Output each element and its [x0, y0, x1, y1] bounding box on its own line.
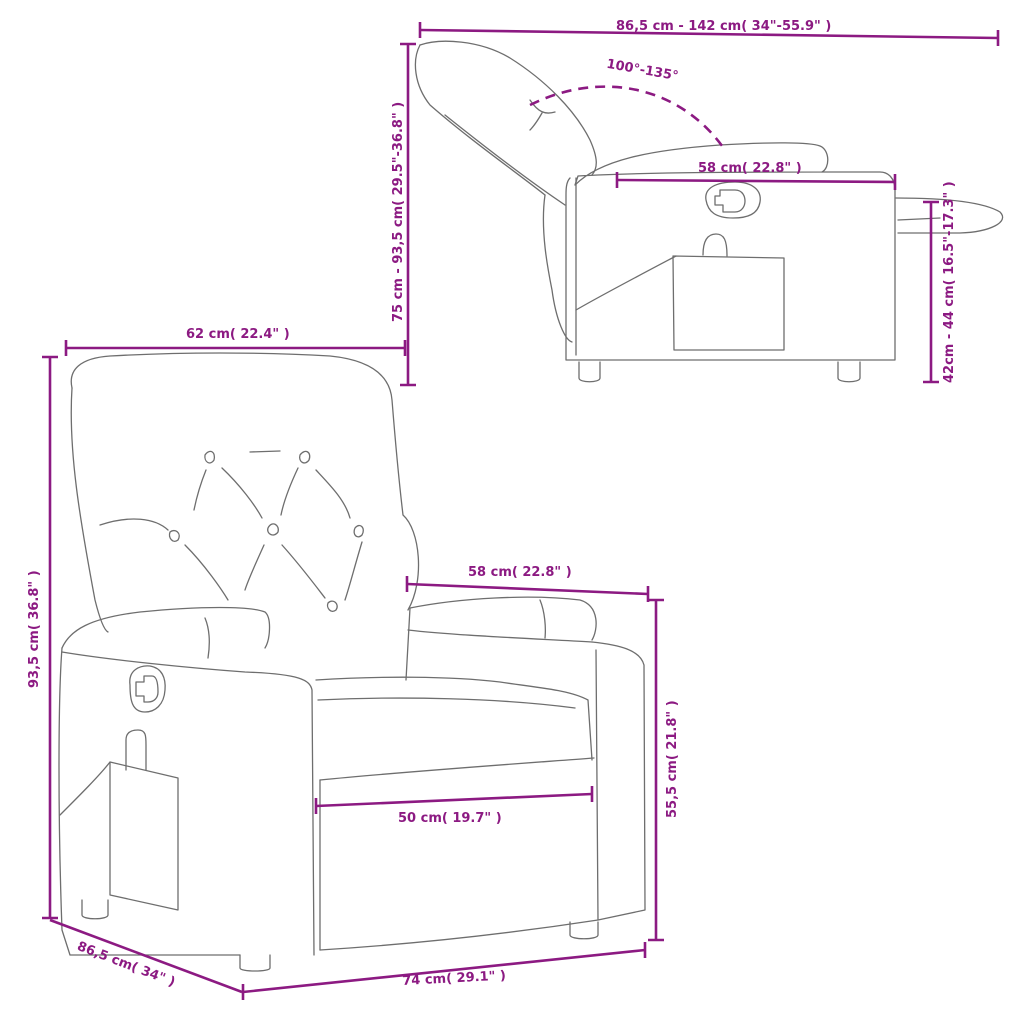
armrest-height-label: 55,5 cm( 21.8" ) [665, 700, 680, 818]
footrest-height-label: 42cm - 44 cm( 16.5"-17.3" ) [942, 181, 957, 383]
backrest-width-label: 62 cm( 22.4" ) [186, 327, 290, 342]
height-range-label: 75 cm - 93,5 cm( 29.5"-36.8" ) [391, 101, 406, 322]
front-view-chair [58, 352, 646, 972]
total-height-label: 93,5 cm( 36.8" ) [27, 570, 42, 688]
side-view-dimension-lines [400, 22, 1000, 387]
armrest-length-label: 58 cm( 22.8" ) [468, 565, 572, 580]
front-view-dimension-lines [42, 340, 664, 1000]
overall-length-label: 86,5 cm - 142 cm( 34"-55.9" ) [616, 19, 832, 34]
side-view-chair [414, 40, 1004, 383]
side-seat-depth-label: 58 cm( 22.8" ) [698, 161, 802, 176]
seat-width-label: 50 cm( 19.7" ) [398, 811, 502, 826]
